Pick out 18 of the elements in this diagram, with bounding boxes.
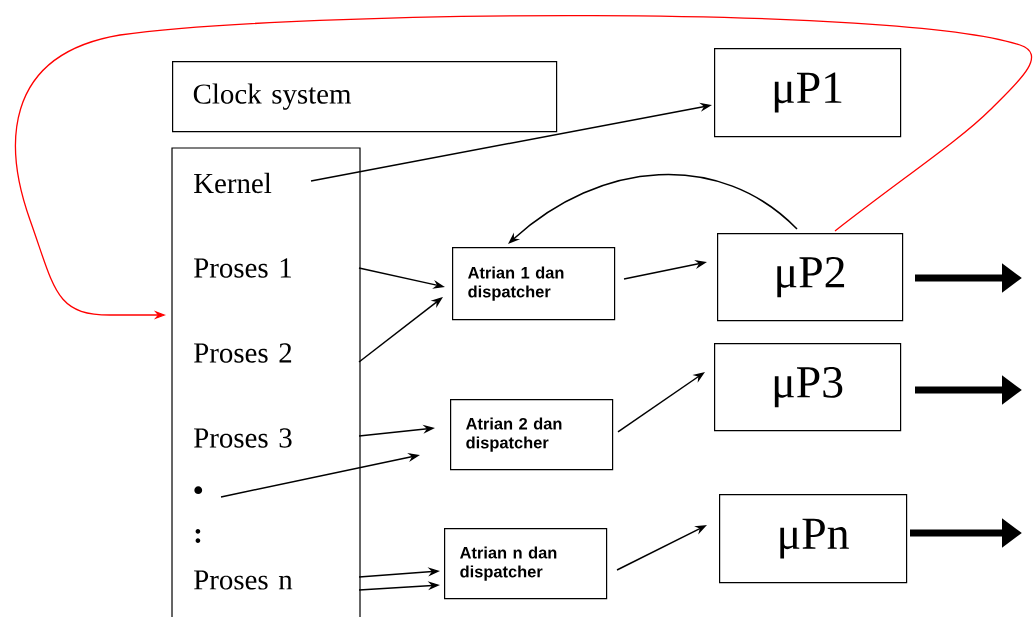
process-label: Kernel <box>194 172 272 194</box>
queue-dispatcher-box: Atrian 1 dan dispatcher <box>452 247 616 321</box>
process-label: Proses n <box>194 570 293 590</box>
process-label: Proses 3 <box>194 428 292 448</box>
ellipsis-dot: • <box>194 486 203 495</box>
queue-dispatcher-box: Atrian 2 dan dispatcher <box>450 399 614 471</box>
processor-box: μP2 <box>717 233 904 322</box>
processor-box: μPn <box>719 494 908 584</box>
processor-box: μP3 <box>714 343 902 432</box>
queue-dispatcher-box: Atrian n dan dispatcher <box>444 528 608 600</box>
processor-box: μP1 <box>714 48 902 138</box>
process-label: Proses 1 <box>194 258 291 278</box>
curved-arrow <box>508 174 798 244</box>
clock-system-box: Clock system <box>172 61 558 133</box>
arrow <box>358 297 443 363</box>
kernel-box <box>171 147 361 617</box>
ellipsis-dot: : <box>195 529 201 543</box>
process-label: Proses 2 <box>194 343 292 363</box>
